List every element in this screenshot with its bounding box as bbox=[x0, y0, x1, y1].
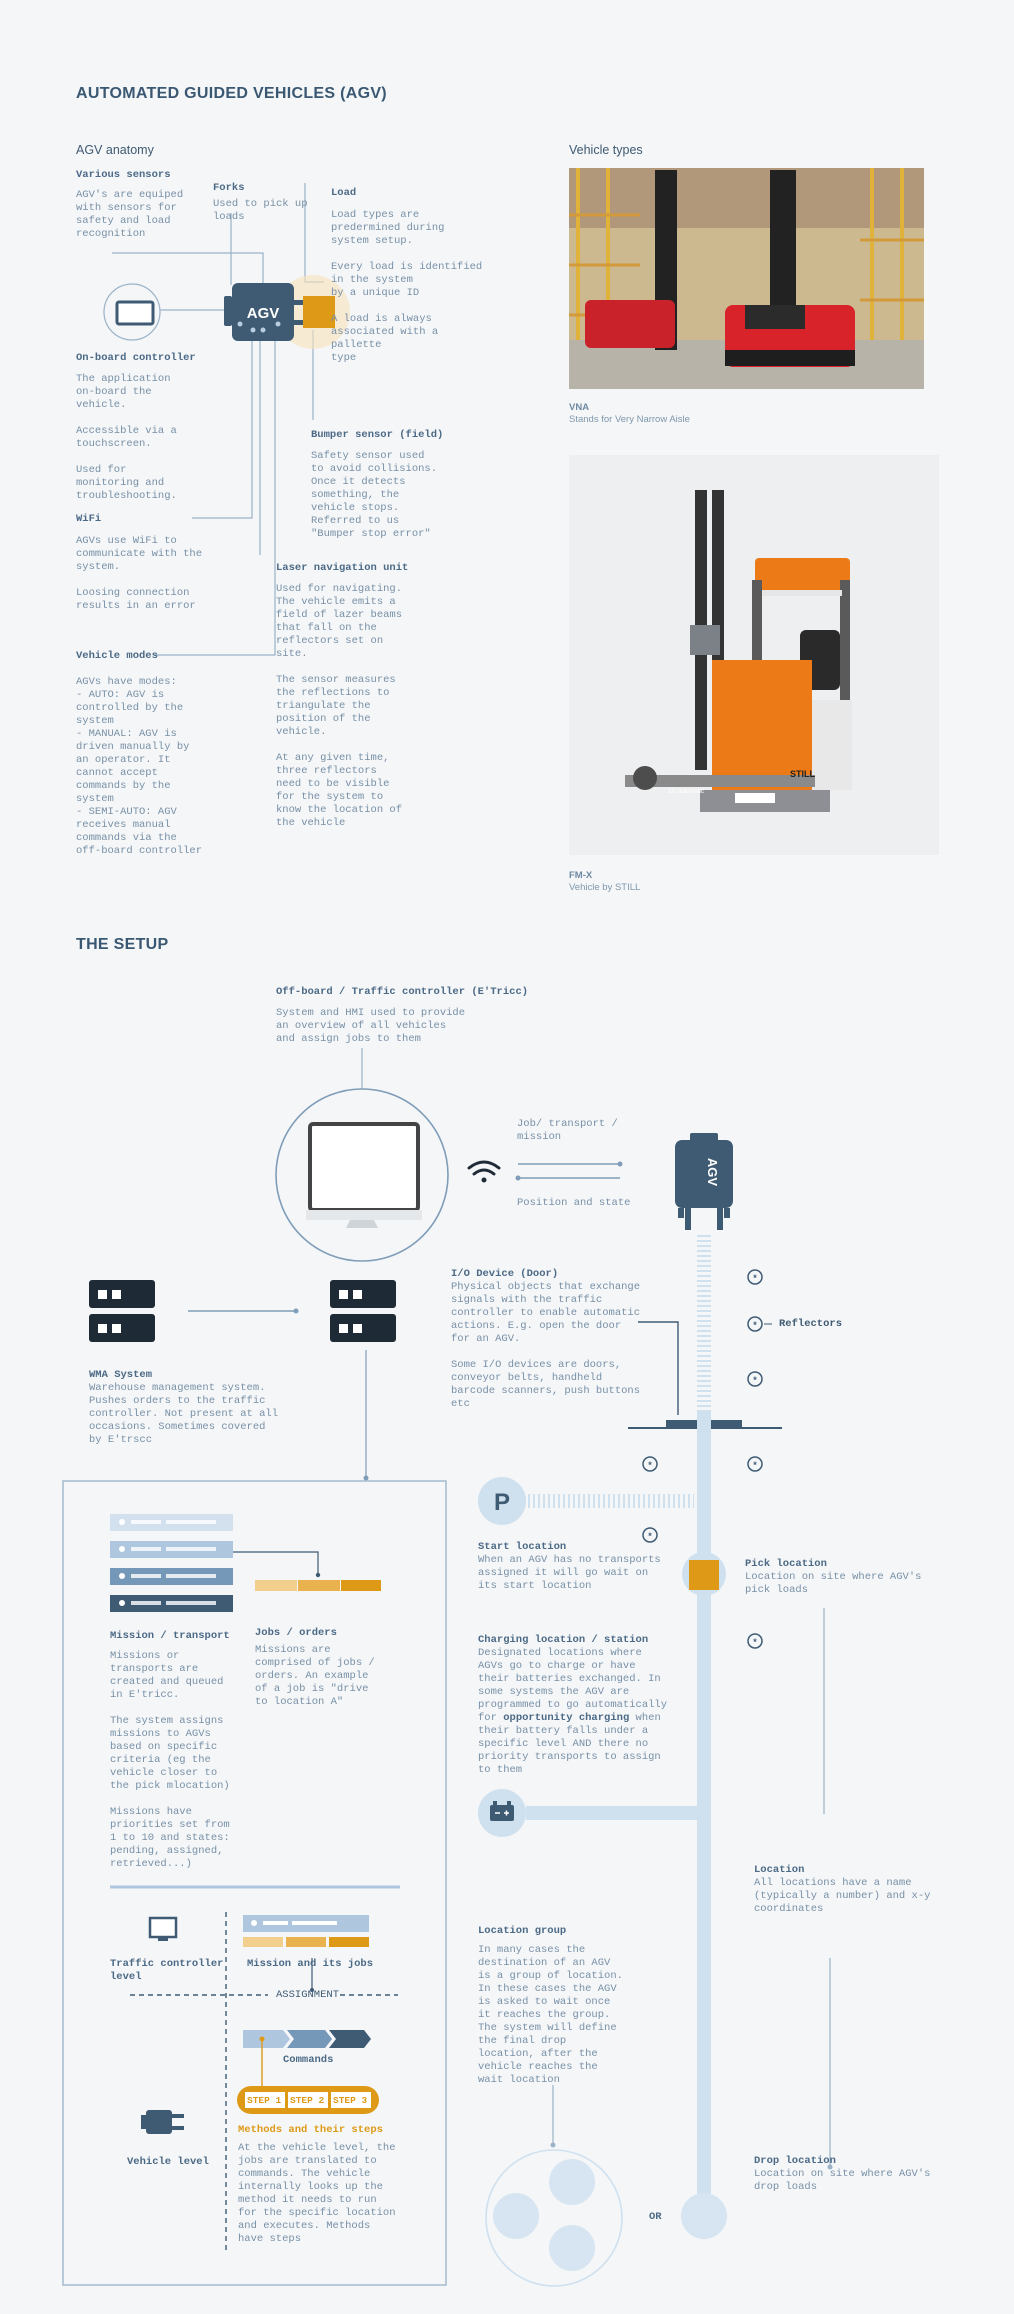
svg-text:*: * bbox=[753, 1320, 757, 1330]
monitor-icon bbox=[308, 1122, 420, 1212]
start-title: Start location bbox=[478, 1541, 567, 1553]
reflectors-label: Reflectors bbox=[779, 1318, 843, 1330]
vehicle-types-heading: Vehicle types bbox=[569, 143, 643, 157]
charging-title: Charging location / station bbox=[478, 1634, 649, 1646]
svg-text:*: * bbox=[753, 1375, 757, 1385]
group-title: Location group bbox=[478, 1925, 567, 1937]
drop-text: Location on site where AGV's drop loads bbox=[754, 2168, 931, 2193]
load-title: Load bbox=[331, 187, 357, 199]
group-text: In many cases the destination of an AGV … bbox=[478, 1944, 623, 2086]
fmx-brand: STILL bbox=[790, 769, 815, 779]
jobs-title: Jobs / orders bbox=[255, 1627, 337, 1639]
fmx-photo bbox=[569, 455, 939, 855]
vehicle-level-label: Vehicle level bbox=[127, 2156, 209, 2168]
command-chevron-3 bbox=[329, 2030, 371, 2048]
methods-title: Methods and their steps bbox=[238, 2124, 383, 2136]
location-title: Location bbox=[754, 1864, 805, 1876]
or-label: OR bbox=[649, 2211, 662, 2223]
job-label: Job/ transport / mission bbox=[517, 1118, 618, 1143]
step-1: STEP 1 bbox=[247, 2095, 282, 2106]
vna-sub: Stands for Very Narrow Aisle bbox=[569, 414, 690, 425]
forks-title: Forks bbox=[213, 182, 245, 194]
modes-text: AGVs have modes: - AUTO: AGV is controll… bbox=[76, 676, 203, 857]
parking-letter: P bbox=[494, 1489, 510, 1516]
controller-text: The application on-board the vehicle. Ac… bbox=[76, 373, 177, 502]
vehicle-level-agv-icon bbox=[141, 2110, 184, 2134]
pick-text: Location on site where AGV's pick loads bbox=[745, 1571, 922, 1596]
offboard-title: Off-board / Traffic controller (E'Tricc) bbox=[276, 986, 529, 998]
io-title: I/O Device (Door) bbox=[451, 1268, 559, 1280]
load-box-icon bbox=[303, 296, 335, 328]
anatomy-heading: AGV anatomy bbox=[76, 143, 154, 157]
tc-monitor-icon bbox=[148, 1916, 178, 1939]
mission-stack-icon bbox=[110, 1514, 233, 1612]
mission-text: Missions or transports are created and q… bbox=[110, 1650, 230, 1870]
forks-text: Used to pick up loads bbox=[213, 198, 308, 223]
wms-server-icon bbox=[89, 1280, 155, 1342]
setup-section-title: THE SETUP bbox=[76, 936, 169, 953]
wifi-icon bbox=[467, 1160, 501, 1176]
charging-text: Designated locations where AGVs go to ch… bbox=[478, 1647, 668, 1776]
wms-title: WMA System bbox=[89, 1369, 153, 1381]
svg-text:*: * bbox=[753, 1273, 757, 1283]
step-3: STEP 3 bbox=[333, 2095, 368, 2106]
setup-agv-label: AGV bbox=[705, 1158, 720, 1187]
laser-text: Used for navigating. The vehicle emits a… bbox=[276, 583, 403, 829]
wms-text: Warehouse management system. Pushes orde… bbox=[89, 1382, 279, 1446]
io-text: Physical objects that exchange signals w… bbox=[451, 1281, 641, 1410]
bumper-text: Safety sensor used to avoid collisions. … bbox=[311, 450, 438, 540]
svg-text:*: * bbox=[648, 1460, 652, 1470]
vna-title: VNA bbox=[569, 402, 590, 413]
svg-text:*: * bbox=[648, 1531, 652, 1541]
controller-title: On-board controller bbox=[76, 352, 196, 364]
svg-text:*: * bbox=[753, 1460, 757, 1470]
modes-title: Vehicle modes bbox=[76, 650, 158, 662]
pick-title: Pick location bbox=[745, 1558, 827, 1570]
load-text: Load types are predermined during system… bbox=[331, 209, 483, 364]
assignment-label: ASSIGNMENT bbox=[276, 1989, 340, 2001]
svg-text:*: * bbox=[753, 1637, 757, 1647]
fmx-sub: Vehicle by STILL bbox=[569, 882, 641, 893]
vna-photo bbox=[569, 168, 924, 389]
commands-label: Commands bbox=[283, 2054, 334, 2066]
agv-vehicle-icon bbox=[675, 1133, 733, 1230]
battery-icon bbox=[490, 1805, 514, 1821]
anatomy-lines bbox=[112, 183, 324, 656]
wifi-text: AGVs use WiFi to communicate with the sy… bbox=[76, 535, 203, 612]
drop-location-icon bbox=[681, 2193, 727, 2239]
position-label: Position and state bbox=[517, 1197, 631, 1209]
tablet-icon bbox=[115, 300, 155, 326]
sensors-title: Various sensors bbox=[76, 169, 171, 181]
command-chevron-1 bbox=[243, 2030, 290, 2048]
jobs-bar bbox=[255, 1580, 297, 1591]
agv-body-icon bbox=[232, 283, 294, 341]
io-server-icon bbox=[330, 1280, 396, 1342]
laser-title: Laser navigation unit bbox=[276, 562, 409, 574]
drop-title: Drop location bbox=[754, 2155, 836, 2167]
agv-section-title: AUTOMATED GUIDED VEHICLES (AGV) bbox=[76, 85, 387, 102]
mission-title: Mission / transport bbox=[110, 1630, 230, 1642]
fmx-brand2: ZG automatic bbox=[668, 789, 705, 795]
offboard-text: System and HMI used to provide an overvi… bbox=[276, 1007, 466, 1045]
location-text: All locations have a name (typically a n… bbox=[754, 1877, 931, 1915]
main-track bbox=[697, 1570, 711, 2202]
sensors-text: AGV's are equiped with sensors for safet… bbox=[76, 189, 184, 240]
charging-bold: opportunity charging bbox=[503, 1712, 630, 1724]
reflector-icons bbox=[642, 1269, 763, 1649]
mission-jobs-label: Mission and its jobs bbox=[247, 1958, 374, 1970]
command-chevron-2 bbox=[287, 2030, 332, 2048]
start-location-icon bbox=[478, 1477, 526, 1525]
start-text: When an AGV has no transports assigned i… bbox=[478, 1554, 661, 1592]
tc-level-label: Traffic controller level bbox=[110, 1958, 224, 1983]
process-panel bbox=[62, 1480, 447, 2286]
bumper-title: Bumper sensor (field) bbox=[311, 429, 444, 441]
methods-text: At the vehicle level, the jobs are trans… bbox=[238, 2142, 396, 2245]
step-2: STEP 2 bbox=[290, 2095, 325, 2106]
wifi-title: WiFi bbox=[76, 513, 102, 525]
fmx-title: FM-X bbox=[569, 870, 593, 881]
jobs-text: Missions are comprised of jobs / orders.… bbox=[255, 1644, 375, 1708]
agv-label: AGV bbox=[247, 305, 280, 322]
